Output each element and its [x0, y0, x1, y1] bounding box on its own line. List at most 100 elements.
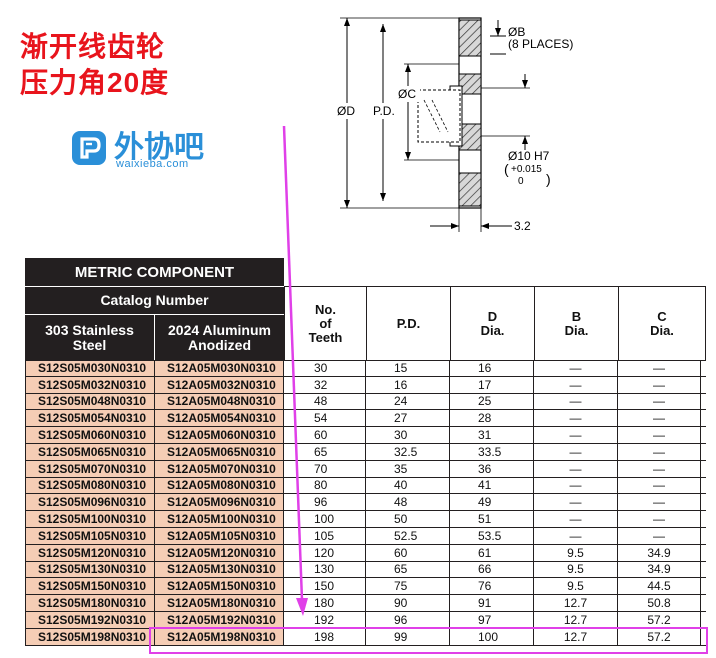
c-diameter: —: [617, 443, 701, 460]
label-b-places: (8 PLACES): [508, 37, 573, 51]
stainless-part-number: S12S05M120N0310: [25, 544, 154, 561]
annotation-title-line2: 压力角20度: [20, 66, 169, 100]
c-diameter: —: [617, 410, 701, 427]
outer-diameter: 36: [449, 460, 533, 477]
b-diameter: 12.7: [533, 611, 617, 628]
label-tol-lower: 0: [518, 176, 524, 187]
pitch-diameter: 40: [365, 477, 449, 494]
stainless-part-number: S12S05M070N0310: [25, 460, 154, 477]
teeth-count: 48: [283, 393, 365, 410]
outer-diameter: 33.5: [449, 443, 533, 460]
c-diameter: 44.5: [617, 578, 701, 595]
c-diameter: 50.8: [617, 595, 701, 611]
b-diameter: —: [533, 393, 617, 410]
label-d: ØD: [337, 104, 355, 118]
pitch-diameter: 16: [365, 376, 449, 393]
outer-diameter: 28: [449, 410, 533, 427]
watermark-site: waixieba.com: [116, 158, 189, 170]
annotation-arrow-head-icon: [296, 598, 308, 616]
pitch-diameter: 32.5: [365, 443, 449, 460]
c-diameter: —: [617, 460, 701, 477]
aluminum-part-number: S12A05M096N0310: [154, 494, 283, 511]
stainless-part-number: S12S05M100N0310: [25, 511, 154, 527]
pressure-angle-value: 20: [107, 67, 141, 98]
aluminum-part-number: S12A05M105N0310: [154, 527, 283, 544]
teeth-count: 96: [283, 494, 365, 511]
label-b: ØB: [508, 25, 525, 39]
teeth-count: 80: [283, 477, 365, 494]
watermark-logo-icon: [72, 131, 106, 165]
pitch-diameter: 35: [365, 460, 449, 477]
teeth-count: 105: [283, 527, 365, 544]
outer-diameter: 76: [449, 578, 533, 595]
b-diameter: 12.7: [533, 595, 617, 611]
pitch-diameter: 75: [365, 578, 449, 595]
b-diameter: —: [533, 511, 617, 527]
outer-diameter: 25: [449, 393, 533, 410]
outer-diameter: 53.5: [449, 527, 533, 544]
c-diameter: —: [617, 494, 701, 511]
teeth-count: 150: [283, 578, 365, 595]
c-diameter: 34.9: [617, 544, 701, 561]
aluminum-part-number: S12A05M192N0310: [154, 611, 283, 628]
aluminum-part-number: S12A05M065N0310: [154, 443, 283, 460]
c-diameter: —: [617, 361, 701, 376]
pitch-diameter: 90: [365, 595, 449, 611]
outer-diameter: 49: [449, 494, 533, 511]
stainless-part-number: S12S05M048N0310: [25, 393, 154, 410]
stainless-part-number: S12S05M180N0310: [25, 595, 154, 611]
outer-diameter: 91: [449, 595, 533, 611]
stainless-part-number: S12S05M105N0310: [25, 527, 154, 544]
outer-diameter: 61: [449, 544, 533, 561]
pitch-diameter: 60: [365, 544, 449, 561]
aluminum-part-number: S12A05M032N0310: [154, 376, 283, 393]
teeth-count: 65: [283, 443, 365, 460]
teeth-count: 192: [283, 611, 365, 628]
stainless-part-number: S12S05M080N0310: [25, 477, 154, 494]
b-diameter: —: [533, 361, 617, 376]
outer-diameter: 51: [449, 511, 533, 527]
aluminum-part-number: S12A05M198N0310: [154, 628, 283, 645]
svg-text:): ): [546, 171, 551, 187]
col-header-pd: P.D.: [366, 286, 450, 360]
outer-diameter: 100: [449, 628, 533, 645]
aluminum-part-number: S12A05M080N0310: [154, 477, 283, 494]
b-diameter: —: [533, 410, 617, 427]
label-c: ØC: [398, 87, 416, 101]
c-diameter: —: [617, 427, 701, 443]
pressure-angle-label: 压力角: [20, 66, 108, 99]
teeth-count: 120: [283, 544, 365, 561]
annotation-title-line1: 渐开线齿轮: [20, 30, 166, 63]
c-diameter: —: [617, 393, 701, 410]
outer-diameter: 17: [449, 376, 533, 393]
aluminum-part-number: S12A05M150N0310: [154, 578, 283, 595]
pitch-diameter: 24: [365, 393, 449, 410]
aluminum-part-number: S12A05M054N0310: [154, 410, 283, 427]
label-thickness: 3.2: [514, 219, 531, 233]
b-diameter: 12.7: [533, 628, 617, 645]
outer-diameter: 41: [449, 477, 533, 494]
b-diameter: —: [533, 477, 617, 494]
c-diameter: —: [617, 527, 701, 544]
teeth-count: 30: [283, 361, 365, 376]
stainless-part-number: S12S05M198N0310: [25, 628, 154, 645]
watermark-brand: 外协吧: [114, 130, 204, 165]
pitch-diameter: 30: [365, 427, 449, 443]
stainless-part-number: S12S05M060N0310: [25, 427, 154, 443]
b-diameter: —: [533, 494, 617, 511]
